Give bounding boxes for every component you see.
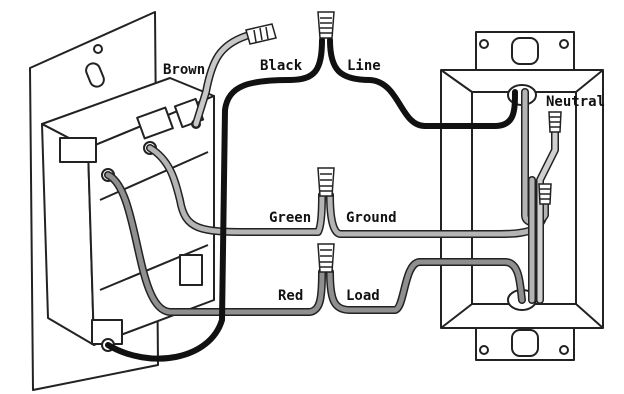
wire-nut-icon (245, 23, 277, 45)
label-load: Load (346, 288, 380, 304)
black-wire (105, 37, 325, 362)
label-neutral: Neutral (546, 94, 605, 110)
wires (104, 32, 559, 362)
wire-nuts (245, 11, 562, 273)
dimmer-switch (29, 11, 215, 391)
wire-nut-icon (317, 11, 335, 39)
wire-nut-icon (317, 167, 335, 197)
label-ground: Ground (346, 210, 397, 226)
wire-nut-icon (538, 183, 552, 205)
line-wire (327, 37, 518, 129)
wire-nut-icon (548, 111, 562, 133)
label-green: Green (269, 210, 311, 226)
wire-nut-icon (317, 243, 335, 273)
label-line: Line (347, 58, 381, 74)
mounting-slot (85, 62, 105, 88)
label-brown: Brown (163, 62, 205, 78)
label-red: Red (278, 288, 303, 304)
label-black: Black (260, 58, 303, 74)
labels: Brown Black Line Neutral Green Ground Re… (163, 58, 605, 304)
mounting-hole (93, 44, 103, 54)
